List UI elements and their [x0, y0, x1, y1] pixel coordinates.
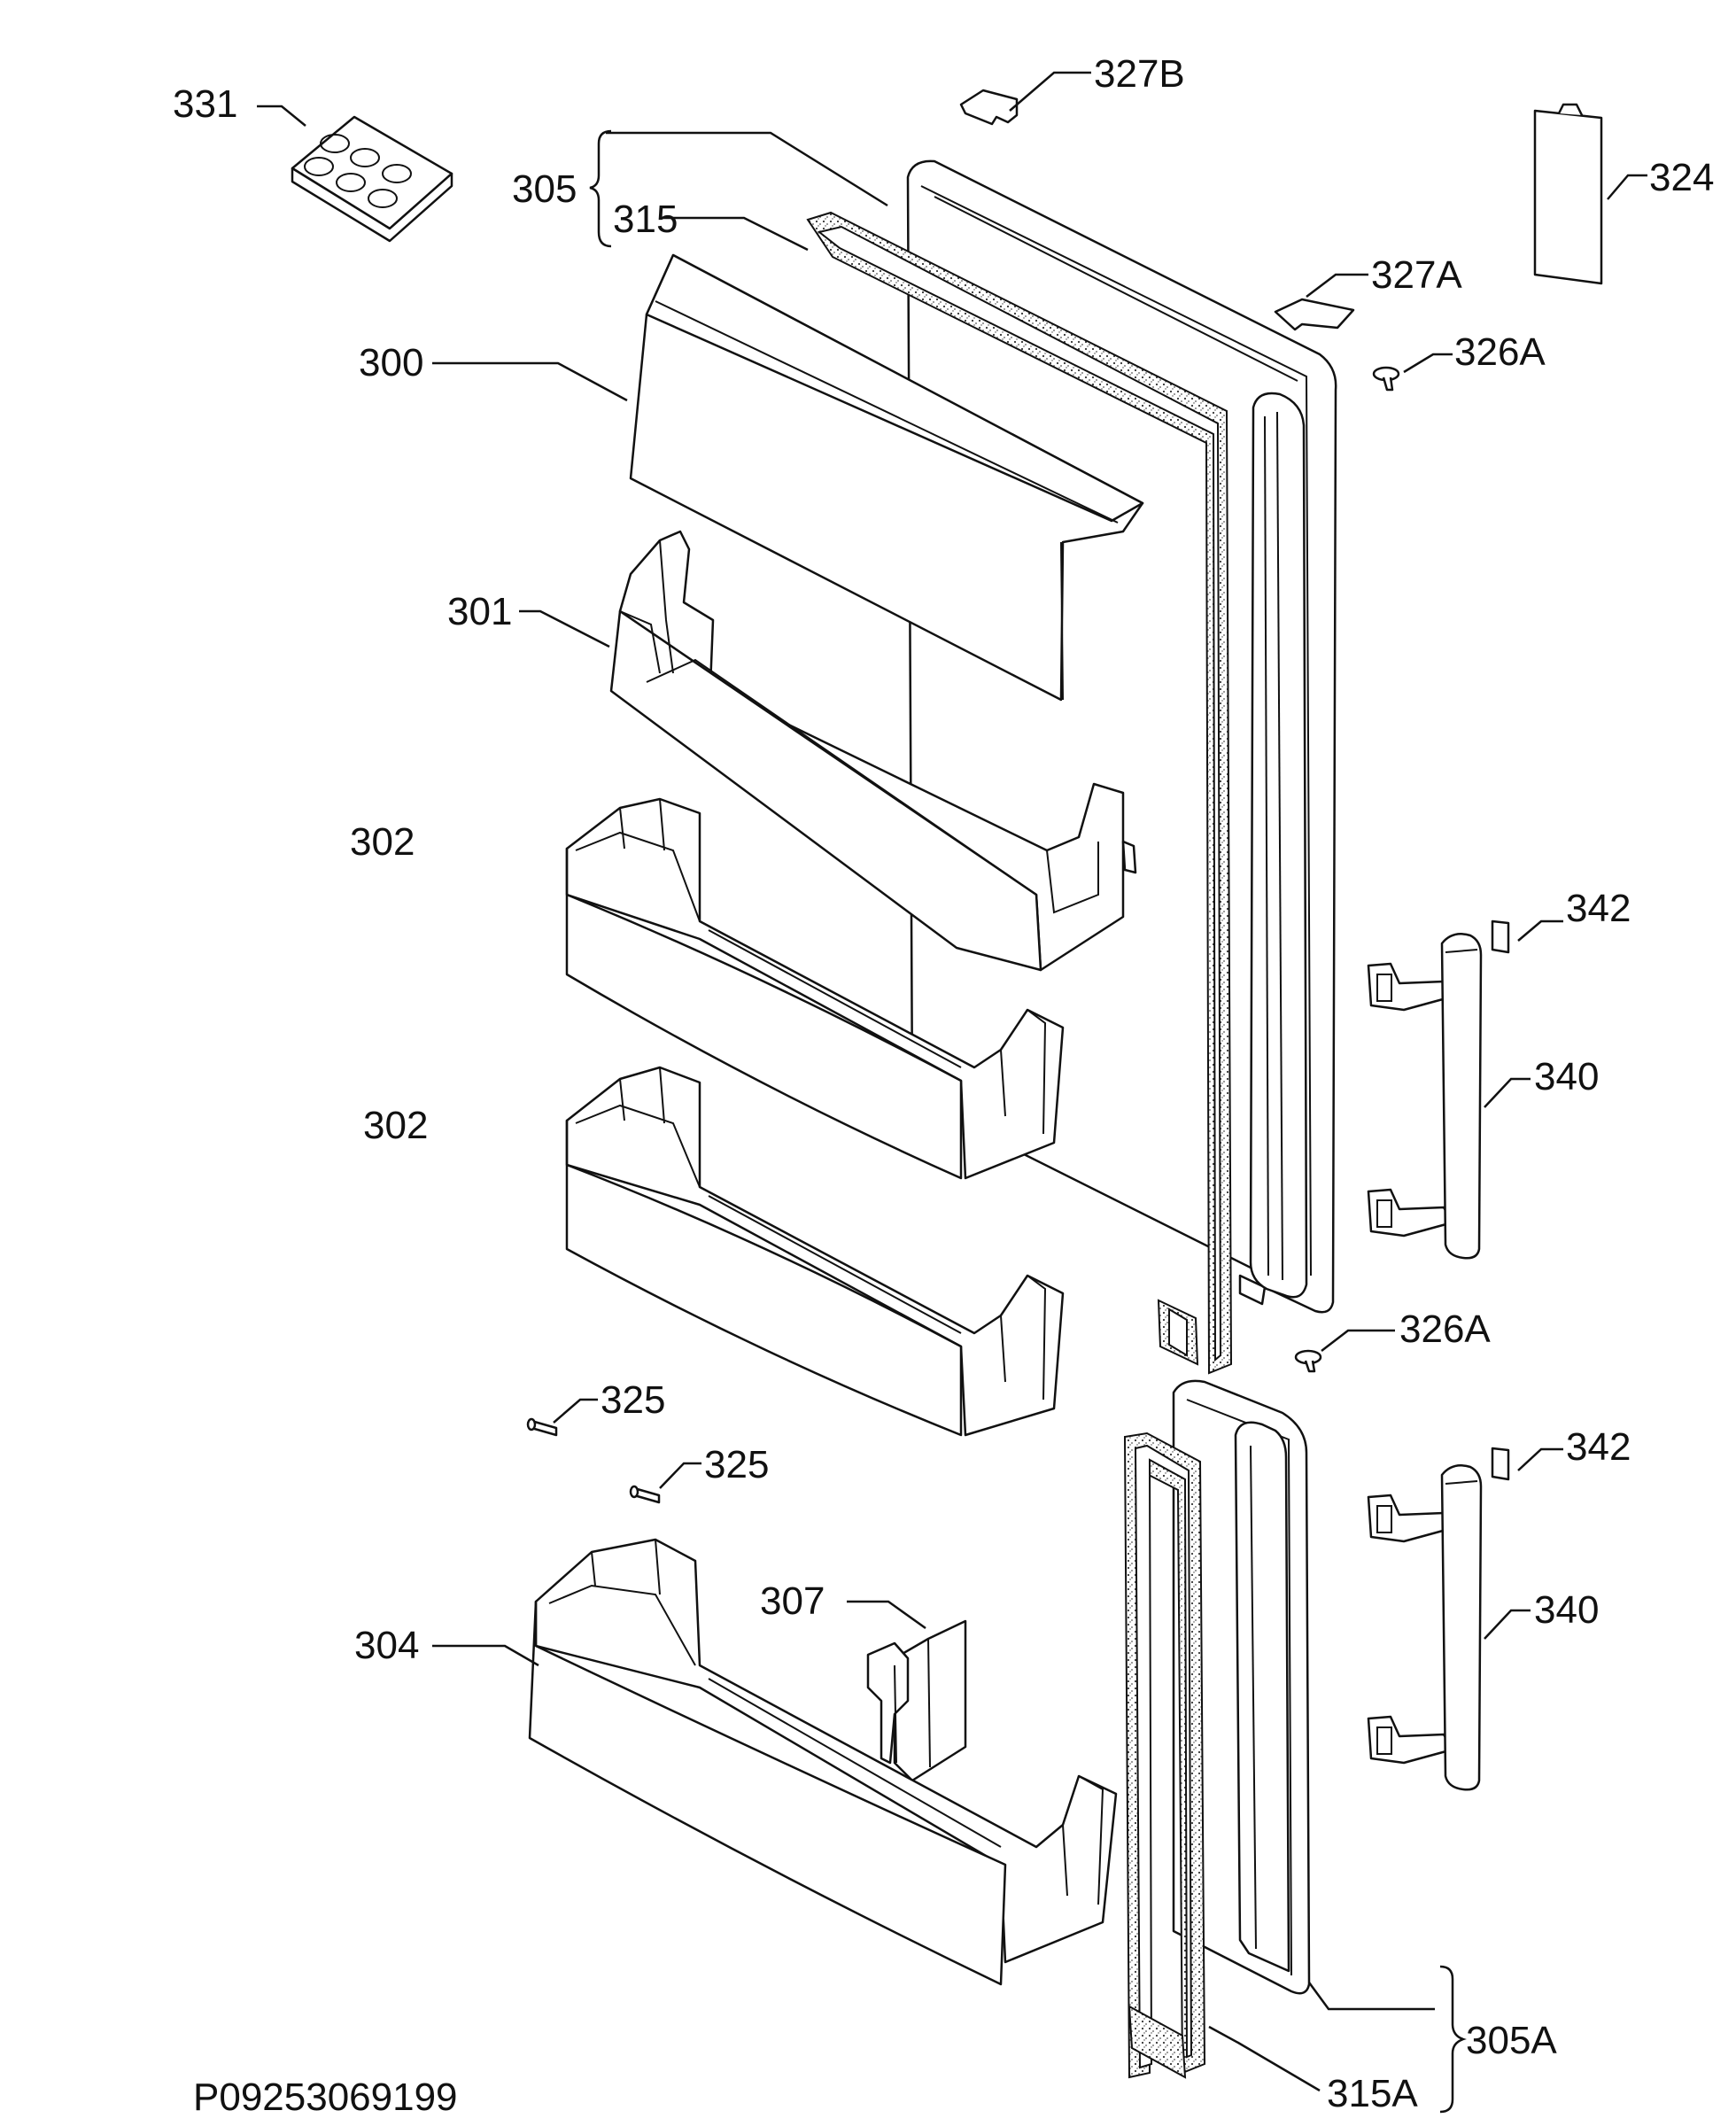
door-shelf-302-upper	[565, 797, 1065, 1180]
label-301: 301	[447, 590, 512, 633]
label-342-bottom: 342	[1566, 1425, 1631, 1469]
label-325-a: 325	[601, 1378, 665, 1422]
label-305: 305	[512, 167, 577, 211]
label-307: 307	[760, 1579, 825, 1623]
cap-342-bottom	[1491, 1447, 1510, 1481]
part-labels: 331 327B 324 305 315 327A 326A 300 301 3…	[173, 52, 1714, 2119]
label-327a: 327A	[1371, 253, 1462, 297]
label-326a-mid: 326A	[1399, 1307, 1491, 1351]
label-342-top: 342	[1566, 887, 1631, 930]
handle-340-lower	[1367, 1464, 1483, 1791]
label-304: 304	[354, 1624, 419, 1667]
upper-gasket-315	[806, 211, 1233, 1375]
label-300: 300	[359, 341, 423, 384]
screw-325-b	[629, 1485, 661, 1504]
screw-326a-top	[1372, 366, 1400, 392]
clip-327b	[959, 89, 1019, 126]
label-331: 331	[173, 82, 237, 126]
label-324: 324	[1649, 156, 1714, 199]
label-305a: 305A	[1466, 2019, 1557, 2062]
egg-tray-331	[291, 115, 453, 243]
label-326a-top: 326A	[1454, 330, 1546, 374]
door-shelf-302-lower	[565, 1066, 1065, 1437]
shelf-cover-300	[629, 253, 1144, 702]
lower-gasket-315a	[1123, 1432, 1206, 2079]
label-302-lower: 302	[363, 1104, 428, 1147]
panel-324	[1533, 103, 1603, 285]
cap-342-top	[1491, 919, 1510, 954]
label-327b: 327B	[1094, 52, 1185, 96]
leader-lines	[257, 71, 1647, 2114]
module-307	[866, 1619, 967, 1782]
door-bin-304	[528, 1538, 1118, 1986]
door-shelf-301	[609, 530, 1137, 972]
document-code: P09253069199	[193, 2076, 458, 2119]
lower-door-305a	[1172, 1379, 1311, 1995]
label-340-bottom: 340	[1534, 1588, 1599, 1632]
label-315: 315	[613, 198, 678, 241]
handle-340-upper	[1367, 933, 1483, 1260]
label-325-b: 325	[704, 1443, 769, 1486]
label-302-upper: 302	[350, 820, 415, 864]
clip-327a	[1274, 298, 1355, 331]
label-315a: 315A	[1327, 2072, 1418, 2115]
label-340-top: 340	[1534, 1055, 1599, 1098]
screw-325-a	[526, 1417, 558, 1437]
screw-326a-mid	[1294, 1349, 1322, 1373]
